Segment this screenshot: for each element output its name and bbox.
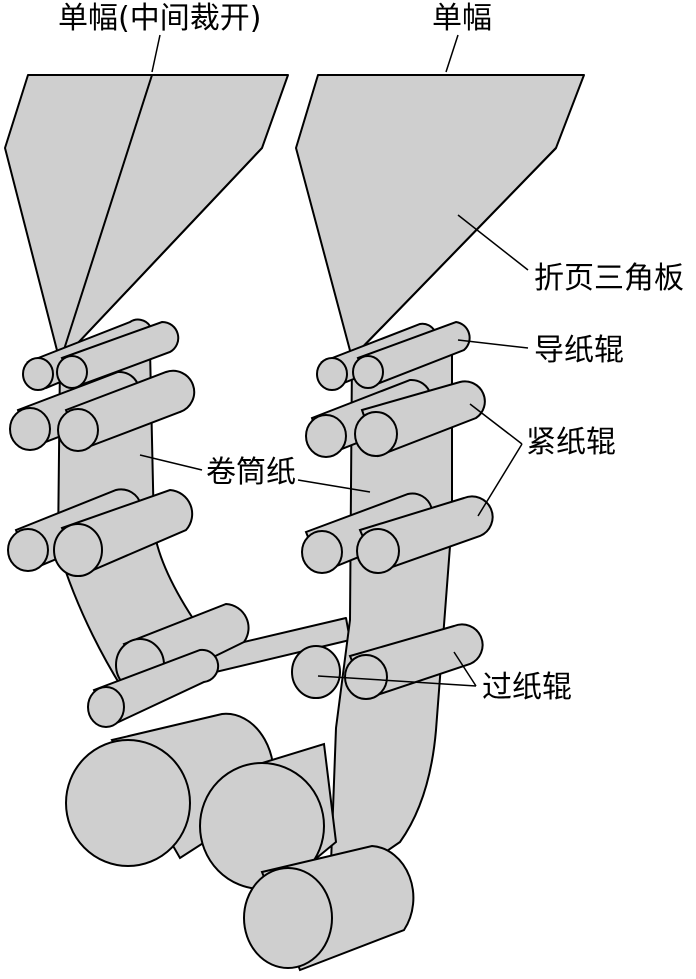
leader-transfer-roller-left bbox=[317, 675, 477, 687]
right-tension-roller-upper-front bbox=[354, 380, 486, 458]
right-transfer-roller-back bbox=[291, 645, 341, 699]
leader-guide-roller bbox=[457, 339, 529, 349]
label-transfer-roller: 过纸辊 bbox=[482, 670, 572, 705]
bottom-large-roller bbox=[243, 844, 415, 972]
right-former-fold-line bbox=[351, 147, 557, 359]
label-former-board: 折页三角板 bbox=[534, 261, 684, 296]
left-transfer-roller-lower bbox=[87, 648, 220, 728]
leader-former-board bbox=[457, 214, 529, 271]
right-former-board bbox=[295, 74, 585, 359]
leader-single-web bbox=[445, 34, 459, 73]
label-guide-roller: 导纸辊 bbox=[534, 333, 624, 368]
left-guide-roller-front bbox=[56, 320, 180, 389]
label-tension-roller: 紧纸辊 bbox=[526, 425, 616, 460]
left-former-board bbox=[4, 74, 289, 363]
leader-transfer-roller-right bbox=[453, 651, 477, 687]
right-large-roller bbox=[199, 742, 338, 890]
leader-web-paper-right bbox=[297, 479, 371, 493]
left-former-slit-line bbox=[59, 74, 153, 363]
label-single-web: 单幅 bbox=[432, 1, 492, 36]
label-single-web-slit: 单幅(中间裁开) bbox=[58, 1, 261, 36]
left-tension-roller-lower-front bbox=[53, 488, 194, 577]
leader-tension-roller-upper bbox=[469, 403, 523, 445]
label-web-paper: 卷筒纸 bbox=[206, 455, 296, 490]
leader-tension-roller-lower bbox=[477, 443, 523, 517]
right-guide-roller-front bbox=[352, 320, 471, 389]
leader-single-web-slit bbox=[151, 34, 161, 73]
left-tension-roller-upper-front bbox=[57, 369, 196, 452]
left-former-fold-line bbox=[59, 147, 263, 363]
right-tension-roller-lower-front bbox=[356, 495, 494, 574]
leader-web-paper-left bbox=[139, 454, 203, 471]
